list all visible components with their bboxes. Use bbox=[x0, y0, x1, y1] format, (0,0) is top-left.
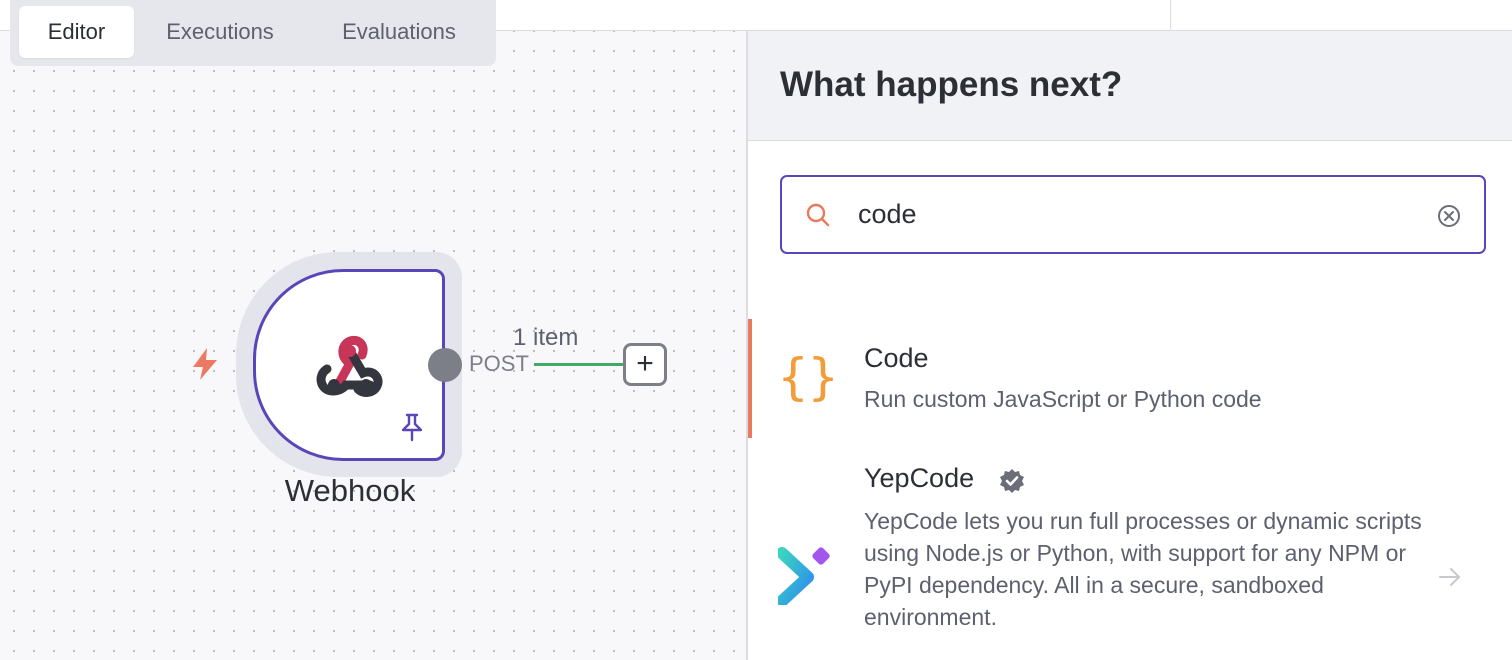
result-item-code[interactable]: {} Code Run custom JavaScript or Python … bbox=[748, 319, 1512, 438]
output-handle[interactable] bbox=[428, 348, 462, 382]
trigger-bolt-icon bbox=[193, 348, 217, 380]
search-icon bbox=[806, 203, 830, 227]
result-title: YepCode bbox=[864, 463, 975, 493]
clear-search-icon[interactable] bbox=[1436, 203, 1462, 229]
workflow-canvas[interactable]: Webhook POST 1 item + bbox=[0, 31, 746, 660]
verified-badge-icon bbox=[1000, 469, 1024, 493]
tab-evaluations[interactable]: Evaluations bbox=[342, 19, 456, 44]
result-description: YepCode lets you run full processes or d… bbox=[864, 508, 1422, 630]
pin-icon[interactable] bbox=[398, 412, 426, 442]
panel-title: What happens next? bbox=[780, 65, 1123, 104]
node-label: Webhook bbox=[284, 473, 416, 508]
header-divider bbox=[1170, 0, 1171, 31]
result-title: Code bbox=[864, 343, 929, 373]
result-description: Run custom JavaScript or Python code bbox=[864, 386, 1262, 412]
panel-header: What happens next? bbox=[748, 31, 1512, 141]
search-input[interactable]: code bbox=[780, 175, 1486, 254]
webhook-icon bbox=[316, 335, 383, 397]
code-braces-icon: {} bbox=[778, 348, 839, 406]
node-creator-panel: What happens next? code {} Code Run cust… bbox=[746, 31, 1512, 660]
tab-executions[interactable]: Executions bbox=[166, 19, 274, 44]
connection-edge[interactable] bbox=[534, 363, 626, 366]
add-node-button[interactable]: + bbox=[623, 343, 667, 386]
yepcode-logo bbox=[778, 547, 830, 605]
result-item-yepcode[interactable]: YepCode YepCode lets you run full proces… bbox=[748, 461, 1512, 660]
view-tabs: Editor Executions Evaluations bbox=[10, 0, 496, 66]
selected-indicator bbox=[748, 319, 752, 438]
search-value[interactable]: code bbox=[858, 199, 917, 229]
tab-editor[interactable]: Editor bbox=[19, 6, 134, 58]
item-count-label: 1 item bbox=[513, 324, 579, 351]
arrow-right-icon[interactable] bbox=[1436, 563, 1464, 591]
output-branch-label: POST bbox=[469, 351, 529, 376]
